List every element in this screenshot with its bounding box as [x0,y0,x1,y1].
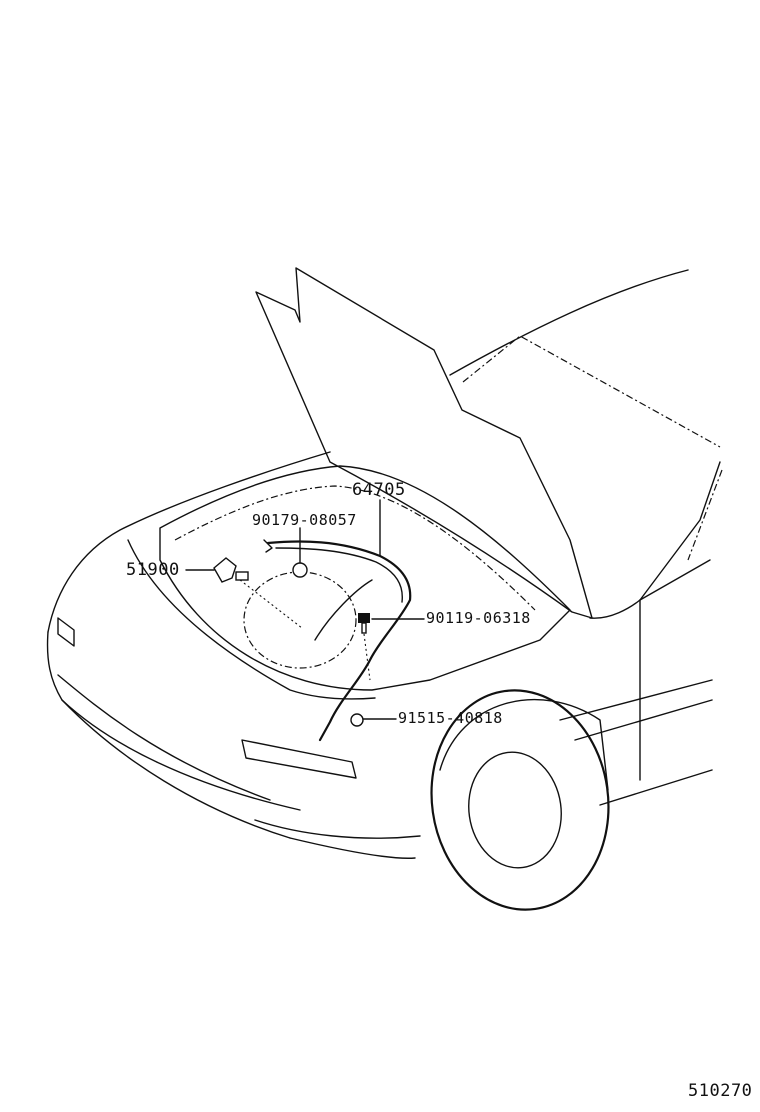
body-side-1 [559,679,713,721]
release-cable-2 [275,547,403,603]
leader-lever-well [239,579,303,629]
figure-id: 510270 [688,1081,753,1101]
hood-panel [255,267,593,619]
turn-light [241,739,357,779]
bumper-under [254,819,421,839]
clip-part [350,713,364,727]
wheel-arch [439,699,609,791]
cable-guide [314,579,373,641]
lever-part [213,557,249,583]
roof-line [449,269,689,376]
bumper-crease [61,699,301,811]
trunk-opening-inner [174,485,536,611]
front-face [46,631,291,839]
bumper-lower [289,837,416,859]
release-cable [266,540,412,742]
bolt-upper-part [292,562,308,578]
body-side-2 [574,699,713,741]
callout-bolt-upper: 90179-08057 [252,511,357,529]
callout-cable: 64705 [352,480,406,500]
rocker-line [599,769,713,806]
leader-bolt-mid [363,633,371,681]
tire-rim [468,751,562,869]
side-marker [57,617,75,647]
callout-bolt-mid: 90119-06318 [426,609,531,627]
windshield-frame [462,335,721,448]
cable-hook [263,539,273,553]
fender-line [589,559,711,619]
trunk-opening-outer [159,465,571,691]
body-upper-edge [47,451,331,633]
callout-clip: 91515-40818 [398,709,503,727]
bolt-mid-part [358,613,370,634]
a-pillar [639,461,721,601]
callout-lever: 51900 [126,560,180,580]
spare-well [243,571,357,669]
bumper-line [57,674,271,801]
a-pillar-inner [687,469,723,561]
